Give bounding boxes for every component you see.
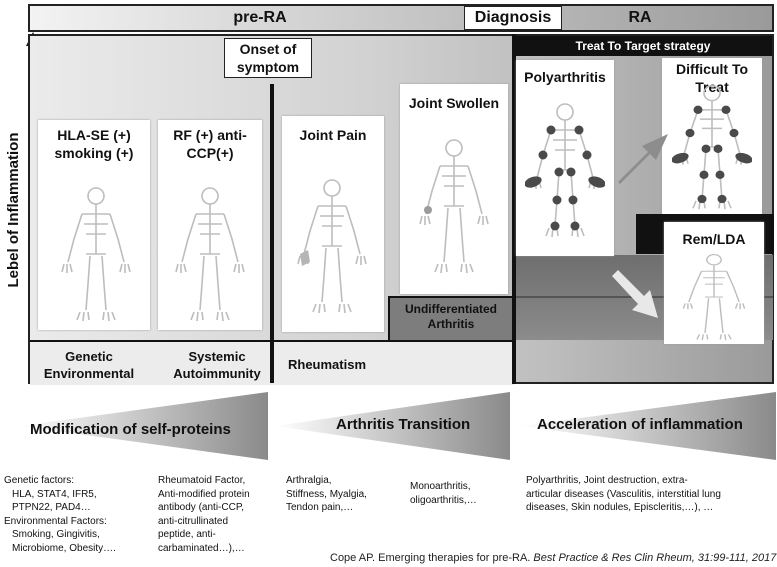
ra-notes: Polyarthritis, Joint destruction, extra-… [526, 475, 721, 513]
skeleton-icon [672, 84, 752, 210]
skeleton-icon [297, 179, 367, 314]
arthritis-notes: Monoarthritis,oligoarthritis,… [410, 481, 477, 506]
onset-line [270, 84, 274, 383]
arthritis-transition-label: Arthritis Transition [336, 416, 471, 433]
joint-swollen-card: Joint Swollen [400, 84, 508, 294]
pre-ra-label: pre-RA [233, 9, 287, 26]
ra-label: RA [628, 9, 652, 26]
joint-pain-card: Joint Pain [282, 116, 384, 332]
rem-lda-card: Rem/LDA [664, 222, 764, 344]
undifferentiated-arthritis-label: Undifferentiated Arthritis [404, 302, 497, 331]
y-axis-label: Lebel of Inflammation [5, 132, 22, 288]
treat-to-target-bar: Treat To Target strategy [514, 36, 772, 56]
systemic-autoimmunity-label: Systemic Autoimmunity [173, 349, 261, 381]
diagnosis-line [512, 34, 516, 384]
citation: Cope AP. Emerging therapies for pre-RA. … [330, 552, 777, 564]
rf-card: RF (+) anti-CCP(+) [158, 120, 262, 330]
genetic-environmental-label: Genetic Environmental [43, 349, 135, 381]
phase-header-bar [28, 4, 774, 32]
polyarthritis-title: Polyarthritis [524, 69, 606, 85]
acceleration-label: Acceleration of inflammation [537, 416, 743, 433]
diagnosis-label: Diagnosis [464, 6, 562, 30]
rem-lda-title: Rem/LDA [682, 231, 746, 247]
difficult-card: Difficult To Treat [662, 58, 762, 214]
onset-of-symptom-box: Onset of symptom [224, 38, 312, 78]
skeleton-icon [61, 187, 131, 322]
genetic-card: HLA-SE (+) smoking (+) [38, 120, 150, 330]
skeleton-icon [175, 187, 245, 322]
symptom-notes: Arthralgia,Stiffness, Myalgia,Tendon pai… [286, 475, 367, 513]
rheumatism-label: Rheumatism [288, 357, 367, 372]
genetic-factors-notes: Genetic factors: HLA, STAT4, IFR5, PTPN2… [4, 475, 116, 554]
rf-card-title: RF (+) anti-CCP(+) [173, 127, 247, 161]
skeleton-icon [525, 103, 605, 238]
modification-label: Modification of self-proteins [30, 421, 231, 438]
skeleton-icon [419, 139, 489, 274]
joint-pain-title: Joint Pain [299, 127, 367, 143]
joint-swollen-title: Joint Swollen [408, 95, 500, 111]
genetic-card-title: HLA-SE (+) smoking (+) [54, 127, 134, 161]
skeleton-icon [682, 254, 746, 341]
progression-wedges [20, 392, 776, 460]
polyarthritis-card: Polyarthritis [516, 60, 614, 256]
worsening-arrow [618, 134, 668, 184]
undiff-step [388, 296, 516, 342]
improvement-arrow [612, 270, 658, 318]
